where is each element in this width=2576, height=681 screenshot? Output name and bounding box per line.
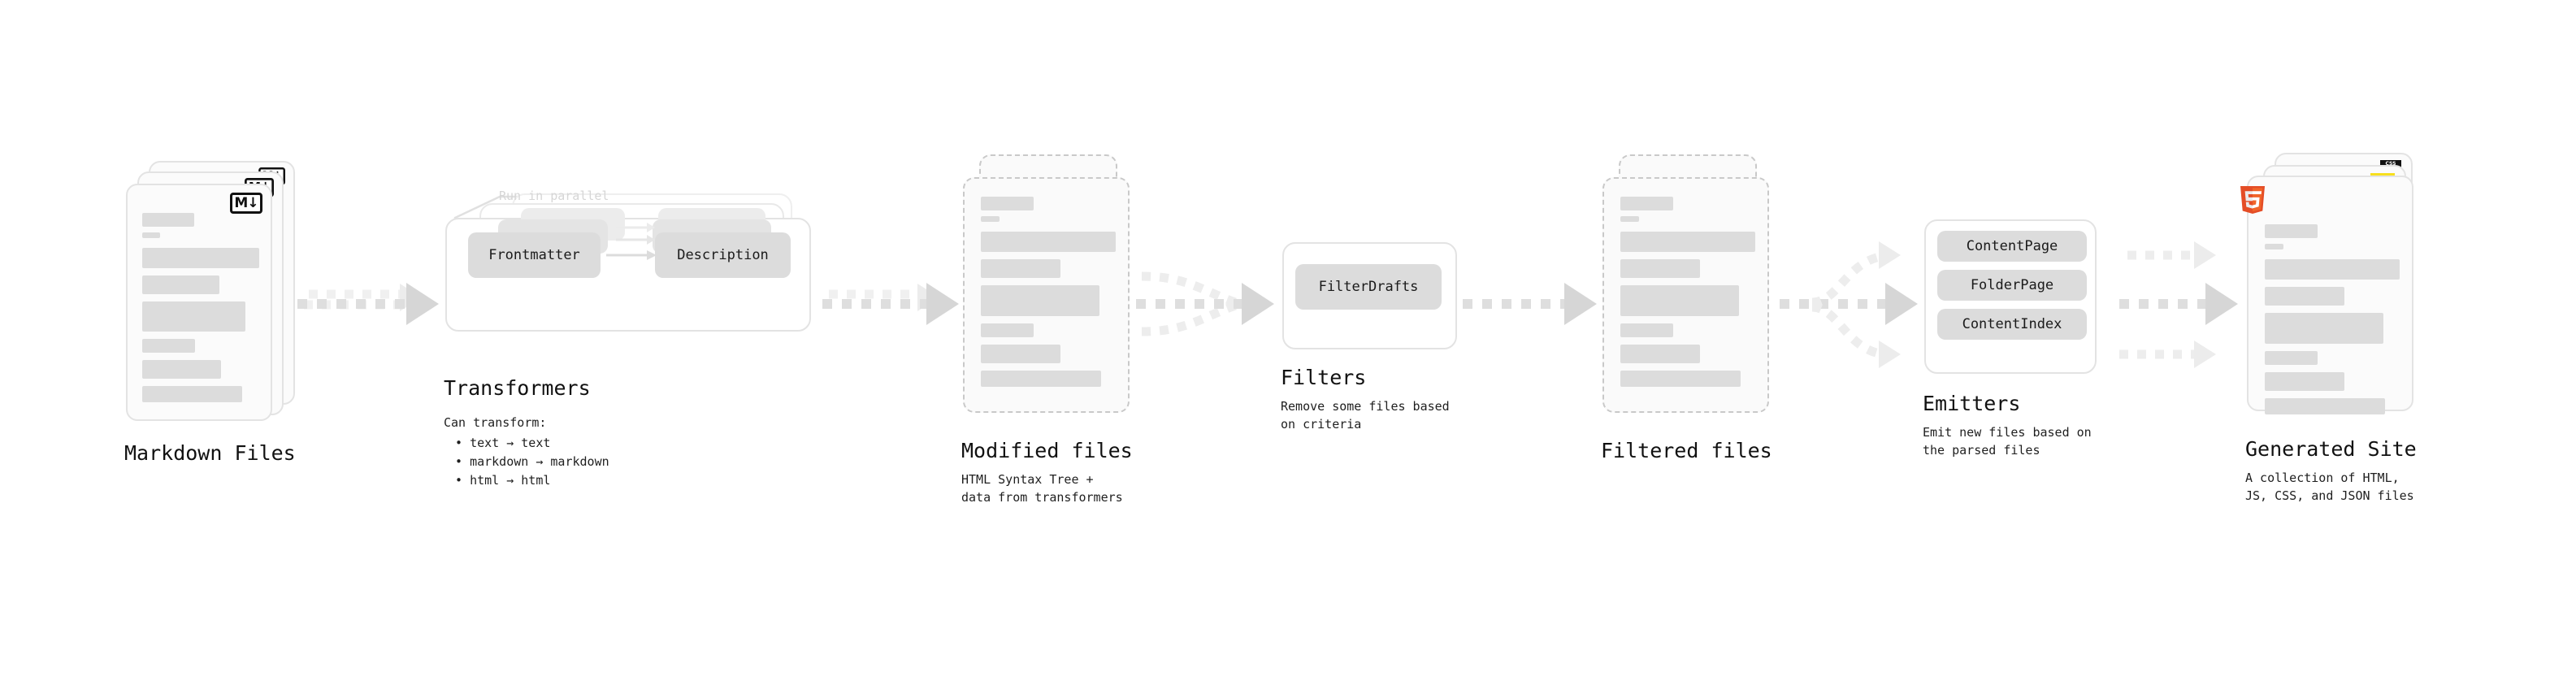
stage-filtered-files: Filtered files bbox=[1601, 154, 1777, 462]
filtered-file-stack bbox=[1602, 154, 1777, 423]
stage-filters: FilterDrafts Filters Remove some files b… bbox=[1281, 242, 1457, 432]
document-card-front bbox=[1602, 177, 1769, 413]
document-card-html bbox=[2240, 176, 2413, 414]
arrow-filtered-to-emitters bbox=[1780, 241, 1918, 368]
document-skeleton bbox=[2249, 177, 2412, 414]
transformer-pill-description[interactable]: Description bbox=[655, 232, 791, 278]
run-in-parallel-label: Run in parallel bbox=[499, 189, 609, 203]
stage-generated-site: CSS JS bbox=[2240, 153, 2430, 503]
emitter-pill-folderpage[interactable]: FolderPage bbox=[1937, 270, 2087, 301]
stage-title: Filters bbox=[1281, 366, 1367, 389]
stage-title: Transformers bbox=[444, 376, 591, 400]
document-skeleton bbox=[128, 185, 271, 419]
stage-subtitle: Remove some files based on criteria bbox=[1281, 399, 1450, 432]
bullet-label: markdown → markdown bbox=[470, 454, 609, 469]
document-card-front: M↓ bbox=[126, 184, 272, 421]
stage-subtitle: Emit new files based on the parsed files bbox=[1923, 425, 2092, 458]
arrow-filters-to-filtered bbox=[1463, 283, 1597, 325]
bullet-html-to-html: • html → html bbox=[455, 473, 551, 488]
filter-pill-filterdrafts[interactable]: FilterDrafts bbox=[1295, 264, 1442, 310]
stage-transformers: x x x x Frontmatter Description Run in p… bbox=[444, 189, 827, 488]
modified-file-stack bbox=[963, 154, 1138, 423]
generated-file-stack: CSS JS bbox=[2240, 153, 2430, 421]
emitter-pill-contentpage[interactable]: ContentPage bbox=[1937, 231, 2087, 262]
arrow-transformers-to-modified bbox=[822, 283, 959, 325]
bullet-label: text → text bbox=[470, 436, 551, 450]
stage-emitters: ContentPage FolderPage ContentIndex Emit… bbox=[1923, 219, 2097, 458]
bullet-text-to-text: • text → text bbox=[455, 436, 551, 450]
stage-title: Generated Site bbox=[2245, 437, 2417, 461]
stage-subtitle: Can transform: bbox=[444, 415, 547, 430]
filters-box: FilterDrafts bbox=[1282, 242, 1457, 349]
arrow-markdown-to-transformers bbox=[297, 283, 439, 325]
stage-subtitle: A collection of HTML, JS, CSS, and JSON … bbox=[2245, 471, 2414, 503]
stage-markdown-files: M↓ M↓ M↓ Markdown Files bbox=[124, 161, 301, 465]
transformer-pill-frontmatter[interactable]: Frontmatter bbox=[468, 232, 601, 278]
emitter-pill-contentindex[interactable]: ContentIndex bbox=[1937, 309, 2087, 340]
stage-modified-files: Modified files HTML Syntax Tree + data f… bbox=[961, 154, 1138, 505]
document-skeleton bbox=[1604, 179, 1767, 411]
bullet-label: html → html bbox=[470, 473, 551, 488]
stage-title: Markdown Files bbox=[124, 441, 296, 465]
markdown-file-stack: M↓ M↓ M↓ bbox=[126, 161, 301, 421]
emitters-box: ContentPage FolderPage ContentIndex bbox=[1924, 219, 2097, 374]
arrow-emitters-to-site bbox=[2119, 241, 2238, 368]
stage-title: Filtered files bbox=[1601, 439, 1772, 462]
html5-icon bbox=[2239, 184, 2266, 216]
transformer-box-stack: x x x x Frontmatter Description bbox=[445, 193, 827, 356]
bullet-markdown-to-markdown: • markdown → markdown bbox=[455, 454, 609, 469]
markdown-icon: M↓ bbox=[230, 193, 262, 214]
stage-title: Modified files bbox=[961, 439, 1133, 462]
stage-subtitle: HTML Syntax Tree + data from transformer… bbox=[961, 472, 1123, 505]
document-skeleton bbox=[965, 179, 1128, 411]
stage-title: Emitters bbox=[1923, 392, 2021, 415]
document-card-front bbox=[963, 177, 1130, 413]
arrow-modified-to-filters bbox=[1136, 271, 1274, 336]
